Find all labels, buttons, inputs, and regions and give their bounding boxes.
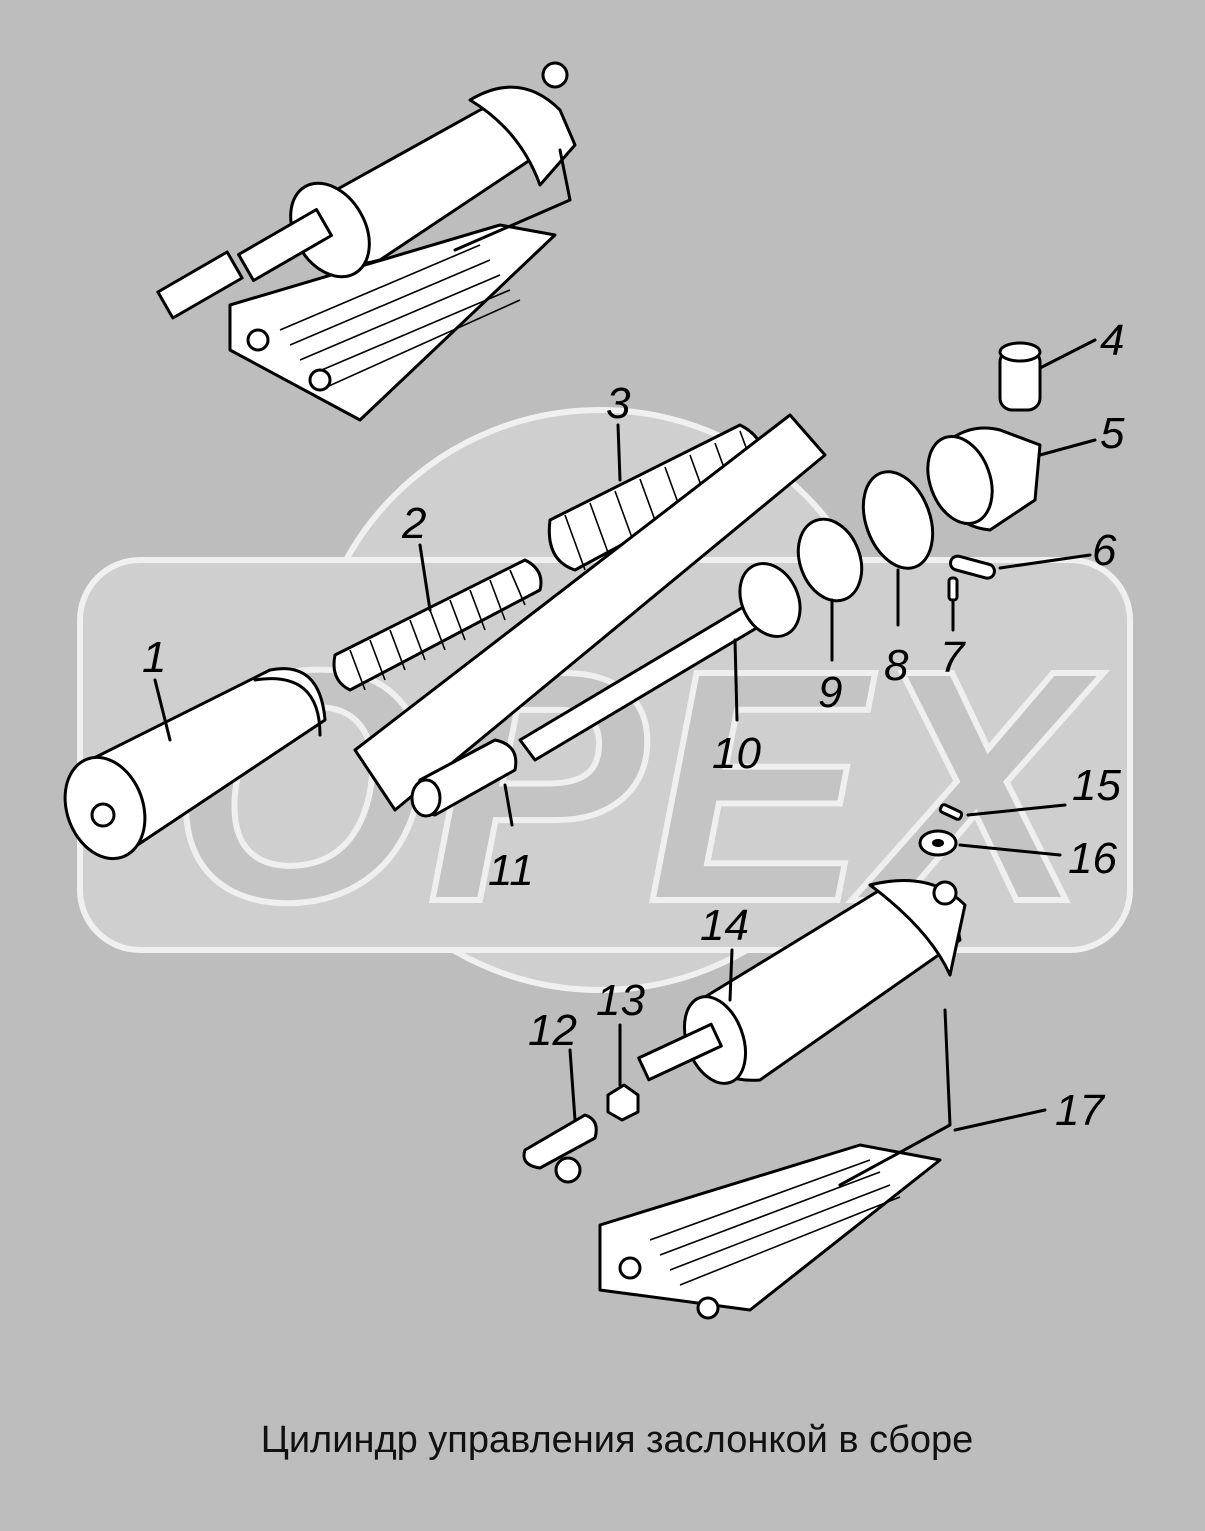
callout-6: 6 <box>1092 526 1117 575</box>
leader-lines <box>153 338 1097 1132</box>
assembly-top-view <box>156 61 577 422</box>
part-9-seal <box>796 517 864 603</box>
watermark: OPEX <box>77 407 1133 993</box>
callout-10: 10 <box>712 729 761 778</box>
callout-5: 5 <box>1100 409 1125 458</box>
callout-2: 2 <box>401 499 426 548</box>
top-cylinder-head <box>468 85 577 187</box>
callout-11: 11 <box>488 846 534 895</box>
callout-14: 14 <box>700 901 749 950</box>
part-8-o-ring <box>861 470 935 570</box>
part-5-cylinder-head <box>926 426 1042 532</box>
callout-1: 1 <box>142 633 166 682</box>
part-4-bushing <box>998 341 1042 412</box>
callout-labels: 1 2 3 4 5 6 7 8 9 10 11 12 13 14 15 16 1… <box>142 316 1125 1135</box>
callout-15: 15 <box>1072 761 1121 810</box>
part-10-piston-rod <box>353 413 827 812</box>
callout-9: 9 <box>818 668 842 717</box>
part-11-sleeve <box>410 738 518 818</box>
part-1-cylinder-body <box>63 667 327 861</box>
callout-16: 16 <box>1068 834 1117 883</box>
part-7-cotter <box>947 576 959 602</box>
callout-17: 17 <box>1055 1086 1105 1135</box>
part-2-small-spring <box>332 558 543 692</box>
callout-12: 12 <box>528 1006 577 1055</box>
callout-8: 8 <box>884 641 909 690</box>
part-17-bracket <box>598 1008 952 1320</box>
part-12-fork <box>522 1113 598 1184</box>
callout-7: 7 <box>940 633 966 682</box>
part-13-nut <box>606 1083 640 1122</box>
part-14-cylinder-assembly <box>637 879 967 1085</box>
callout-4: 4 <box>1100 316 1124 365</box>
part-6-pin <box>949 554 996 580</box>
callout-3: 3 <box>606 379 631 428</box>
diagram-caption: Цилиндр управления заслонкой в сборе <box>261 1419 974 1461</box>
part-15-pin <box>938 803 964 821</box>
callout-13: 13 <box>596 976 645 1025</box>
